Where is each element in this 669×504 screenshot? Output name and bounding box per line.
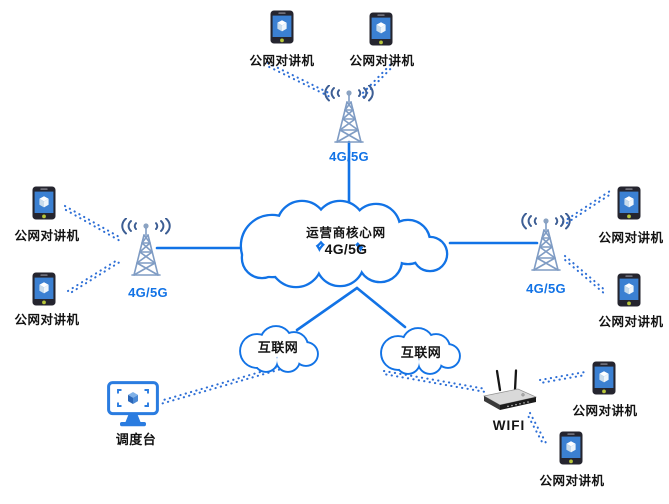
phone-label: 公网对讲机 xyxy=(572,404,638,418)
internet-cloud-left-label: 互联网 xyxy=(257,340,299,355)
dispatch-console-icon xyxy=(107,381,159,427)
dotted-link-phone3-lefttower xyxy=(62,204,123,242)
dotted-link-router-phone7 xyxy=(538,370,587,385)
phone-icon xyxy=(32,186,56,220)
link-core-internet-right xyxy=(355,286,407,329)
wifi-router-icon xyxy=(482,369,538,412)
core-cloud-label-line2: 4G/5G xyxy=(324,241,368,257)
phone-label: 公网对讲机 xyxy=(539,474,605,488)
phone-icon xyxy=(592,361,616,395)
wifi-router-label: WIFI xyxy=(492,418,526,433)
phone-icon xyxy=(617,273,641,307)
dotted-link-phone2-toptower xyxy=(358,63,394,100)
dotted-link-phone4-lefttower xyxy=(66,257,122,295)
dotted-link-righttower-phone5 xyxy=(561,189,613,226)
phone-label: 公网对讲机 xyxy=(14,313,80,327)
dotted-link-internet-dispatch xyxy=(158,364,283,405)
phone-label: 公网对讲机 xyxy=(249,54,315,68)
dotted-link-router-phone8 xyxy=(526,411,548,446)
phone-label: 公网对讲机 xyxy=(14,229,80,243)
phone-icon xyxy=(617,186,641,220)
dotted-links xyxy=(62,61,613,446)
dotted-link-righttower-phone6 xyxy=(562,254,608,295)
phone-icon xyxy=(369,12,393,46)
core-cloud-label: 运营商核心网 4G/5G xyxy=(306,225,386,257)
tower-label-top: 4G/5G xyxy=(329,149,369,164)
phone-icon xyxy=(559,431,583,465)
cell-tower-top-icon xyxy=(324,85,374,143)
internet-cloud-right-icon xyxy=(380,327,461,375)
dotted-link-internet-router xyxy=(382,369,488,394)
core-cloud-label-line1: 运营商核心网 xyxy=(306,226,386,240)
phone-label: 公网对讲机 xyxy=(349,54,415,68)
link-core-internet-left xyxy=(295,286,359,332)
tower-label-left: 4G/5G xyxy=(128,285,168,300)
core-cloud-icon xyxy=(239,199,449,289)
phone-icon xyxy=(32,272,56,306)
dotted-link-phone1-toptower xyxy=(265,61,333,98)
phone-label: 公网对讲机 xyxy=(598,315,664,329)
tower-label-right: 4G/5G xyxy=(526,281,566,296)
solid-links xyxy=(155,140,539,332)
internet-cloud-right-label: 互联网 xyxy=(400,345,442,360)
dispatch-console-label: 调度台 xyxy=(115,432,157,447)
phone-icon xyxy=(270,10,294,44)
phone-label: 公网对讲机 xyxy=(598,231,664,245)
internet-cloud-left-icon xyxy=(239,325,319,373)
